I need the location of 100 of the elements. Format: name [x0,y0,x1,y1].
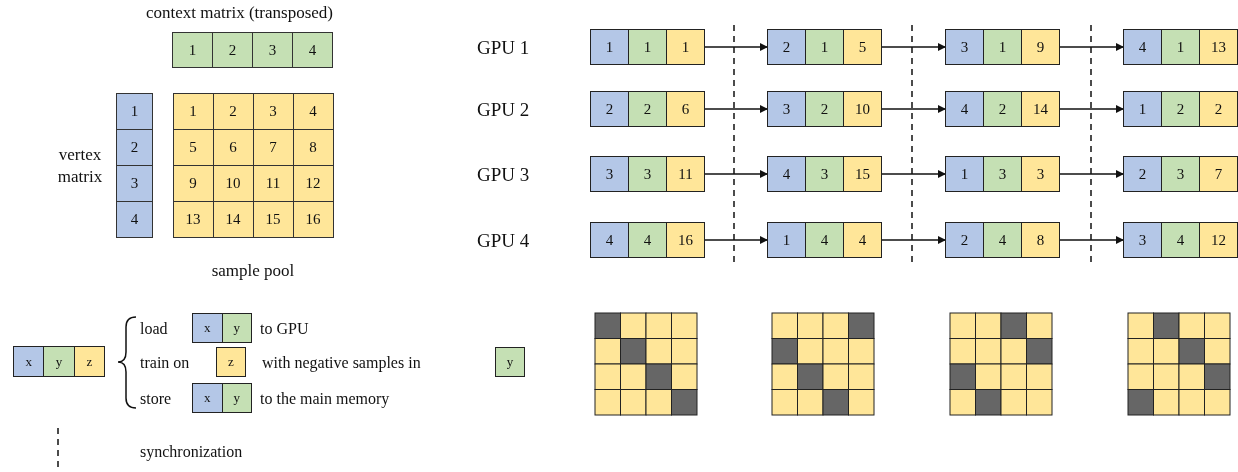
gpu-label: GPU 3 [477,163,530,187]
block-group [767,156,882,192]
gpu-label: GPU 1 [477,36,530,60]
arrow [881,43,946,51]
block-group [1123,91,1238,127]
matrix-cell: 1 [117,94,152,129]
arrow [881,236,946,244]
block-cell: 1 [1124,92,1161,126]
block-cell: x [193,384,222,412]
matrix-cell: 10 [213,166,253,201]
block-cell: 4 [984,223,1021,257]
block-cell: 15 [844,157,881,191]
matrix-cell: 2 [117,130,152,165]
matrix-cell: 14 [213,202,253,237]
matrix-title: vertex matrix [56,143,104,188]
block-group [590,156,705,192]
block-cell: 1 [591,30,628,64]
arrow [1059,236,1124,244]
matrix-cell: 7 [253,130,293,165]
legend-text: store [140,389,172,409]
block-cell: 4 [629,223,666,257]
block-group [590,222,705,258]
block-group [590,91,705,127]
block-cell: 1 [1162,30,1199,64]
block-group [767,91,882,127]
block-cell: 3 [768,92,805,126]
block-cell: 2 [984,92,1021,126]
block-cell: 7 [1200,157,1237,191]
block-cell: 2 [768,30,805,64]
block-cell: 4 [946,92,983,126]
legend-text: load [140,319,168,339]
matrix-cell: 3 [253,33,292,67]
matrix-cell: 15 [253,202,293,237]
block-cell: 3 [1124,223,1161,257]
matrix-cell: 12 [293,166,333,201]
block-cell: 5 [844,30,881,64]
arrow [881,105,946,113]
arrow [1059,170,1124,178]
block-cell: 2 [806,92,843,126]
block-cell: y [222,384,251,412]
block-cell: 4 [1124,30,1161,64]
block-group [767,29,882,65]
block-cell: 11 [667,157,704,191]
block-group [1123,222,1238,258]
block-group [1123,29,1238,65]
matrix-cell: 6 [213,130,253,165]
block-cell: 3 [591,157,628,191]
block-cell: 2 [1162,92,1199,126]
gpu-label: GPU 4 [477,229,530,253]
block-cell: 10 [844,92,881,126]
block-group [945,156,1060,192]
arrow [1059,105,1124,113]
block-cell: 4 [591,223,628,257]
matrix-cell: 3 [117,166,152,201]
block-cell: 1 [984,30,1021,64]
block-group [590,29,705,65]
arrow [704,105,768,113]
block-group [192,313,252,343]
block-cell: 3 [946,30,983,64]
matrix-title: sample pool [211,260,295,282]
arrow [1059,43,1124,51]
block-cell: 12 [1200,223,1237,257]
block-cell: 3 [1022,157,1059,191]
block-cell: 3 [806,157,843,191]
block-cell: z [74,347,104,376]
block-cell: y [44,347,74,376]
legend-text: to the main memory [260,389,390,410]
legend-text: to GPU [260,319,309,339]
matrix-cell: 4 [117,202,152,237]
matrix-cell: 5 [173,130,213,165]
block-cell: 3 [984,157,1021,191]
legend-text: train on [140,353,190,373]
block-cell: x [193,314,222,342]
block-cell: x [14,347,44,376]
matrix-cell: 4 [293,33,332,67]
matrix-cell: 2 [213,33,252,67]
block-cell: 2 [591,92,628,126]
block-cell: 2 [1124,157,1161,191]
block-cell: 1 [629,30,666,64]
block-cell: 2 [1200,92,1237,126]
block-cell: 9 [1022,30,1059,64]
matrix-cell: 11 [253,166,293,201]
block-cell: 1 [806,30,843,64]
gpu-label: GPU 2 [477,98,530,122]
block-cell: 16 [667,223,704,257]
block-cell: z [217,348,245,376]
block-cell: 1 [768,223,805,257]
matrix-cell: 1 [173,33,212,67]
block-group [192,383,252,413]
block-cell: 8 [1022,223,1059,257]
block-group [945,222,1060,258]
matrix-cell: 16 [293,202,333,237]
block-cell: 2 [629,92,666,126]
block-cell: y [496,348,524,376]
block-cell: 4 [1162,223,1199,257]
matrix-cell: 13 [173,202,213,237]
block-cell: 1 [667,30,704,64]
block-cell: 2 [946,223,983,257]
matrix-title: context matrix (transposed) [146,2,333,24]
arrow [704,43,768,51]
